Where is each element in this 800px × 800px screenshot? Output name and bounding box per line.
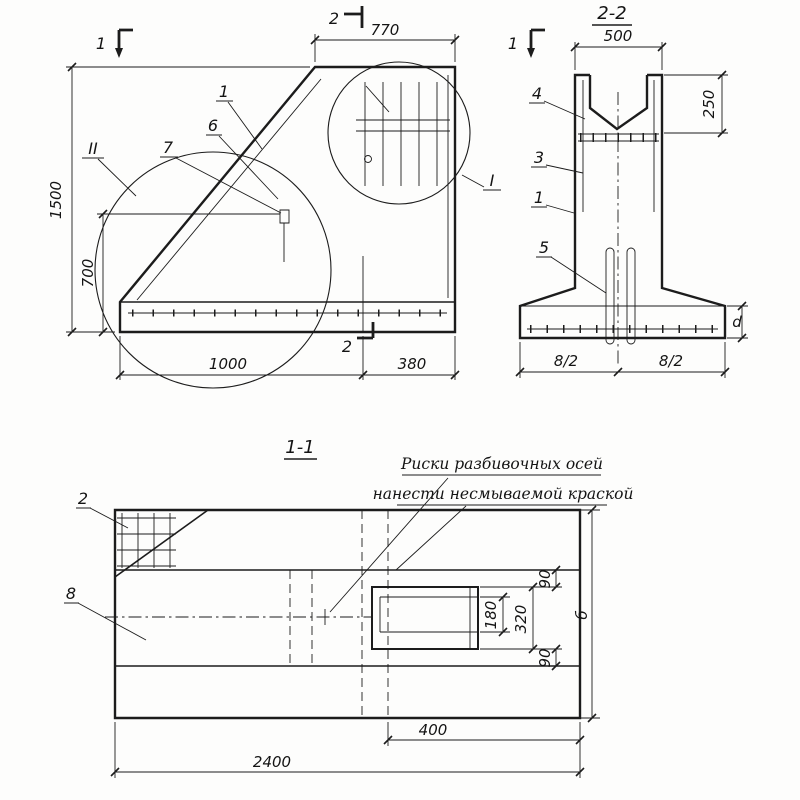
position-2-label: 2 (78, 489, 88, 508)
dim-180-label: 180 (482, 601, 500, 630)
section-cut-2-marks (344, 6, 375, 340)
section22-channel (588, 75, 649, 131)
axis-note-line1: Риски разбивочных осей (400, 455, 603, 473)
section-cut-1-arrowhead-right (527, 48, 535, 58)
section11-stem-edges (115, 569, 580, 667)
dim-1000-label: 1000 (209, 355, 247, 373)
section11-extension-lines (114, 509, 600, 778)
view1-rebar-grid (356, 82, 450, 186)
axis-note-line2: нанести несмываемой краской (373, 485, 634, 503)
section11-note-leaders (329, 477, 467, 613)
section11-socket-outer (371, 586, 479, 650)
section-cut-2-label-bottom: 2 (342, 337, 352, 356)
section11-slope-diagonal (114, 509, 209, 578)
detail-circle-II (94, 151, 332, 389)
section-cut-2-label-top: 2 (329, 9, 339, 28)
section11-dimension-lines (115, 510, 593, 773)
dim-320-label: 320 (512, 605, 530, 634)
position-6-label: 6 (208, 116, 218, 135)
section11-hidden-edges (289, 510, 389, 718)
section-cut-1-label-left: 1 (96, 34, 106, 53)
view1-dimension-lines (71, 39, 455, 376)
dim-90-bottom-label: 90 (536, 648, 554, 667)
dim-half-left-label: 8/2 (554, 352, 578, 370)
view1-slope-rebar (136, 78, 322, 301)
view1-elevation: 1 2 2 770 1500 700 1000 380 1 6 7 II I (47, 6, 501, 389)
section-cut-1-mark-left (117, 28, 133, 48)
section-cut-1-label-right: 1 (508, 34, 518, 53)
dim-250-label: 250 (700, 90, 718, 119)
dim-d-label: d (732, 313, 742, 331)
dim-90-top-label: 90 (536, 569, 554, 588)
section22-hairpin-bars (605, 247, 636, 345)
section11-callout-leaders (64, 507, 147, 641)
section22-outline (518, 73, 727, 340)
detail-circle-I (327, 61, 471, 205)
section-cut-1-mark-right (529, 28, 545, 48)
dim-400-label: 400 (419, 721, 448, 739)
dim-700-label: 700 (79, 259, 97, 288)
dim-770-label: 770 (371, 21, 400, 39)
position-1-label: 1 (219, 82, 229, 101)
section11-corner-grid (117, 513, 176, 568)
section11-dimension-ticks (110, 505, 597, 777)
section-1-1: 1-1 Риски разбивочных осей нанести несмы… (64, 437, 633, 778)
section-cut-1-arrowhead-left (115, 48, 123, 58)
section22-dimension-ticks (515, 42, 747, 377)
position-4-label: 4 (532, 84, 542, 103)
view1-callout-leaders (82, 100, 501, 214)
dim-1500-label: 1500 (47, 181, 65, 219)
section11-plan-outline (113, 508, 582, 720)
section22-callout-leaders (529, 100, 607, 294)
detail-II-label: II (88, 139, 98, 158)
section22-dimension-lines (520, 46, 743, 373)
dim-half-right-label: 8/2 (659, 352, 683, 370)
detail-I-label: I (490, 171, 495, 190)
section11-title: 1-1 (285, 437, 314, 458)
position-5-label: 5 (539, 238, 549, 257)
section11-socket-inner (379, 587, 478, 649)
view1-extension-lines (66, 34, 456, 380)
position-3-label: 3 (534, 148, 544, 167)
position-1b-label: 1 (534, 188, 544, 207)
dim-2400-label: 2400 (253, 753, 291, 771)
view1-dimension-ticks (67, 35, 460, 380)
position-7-label: 7 (163, 138, 174, 157)
view1-wall-outline (118, 65, 457, 334)
dim-380-label: 380 (398, 355, 427, 373)
view1-weld-dot (364, 155, 372, 163)
dim-500-label: 500 (604, 27, 633, 45)
section22-title: 2-2 (597, 3, 626, 24)
position-8-label: 8 (66, 584, 76, 603)
section22-extension-lines (519, 42, 748, 378)
view1-anchor-detail (279, 209, 290, 262)
section22-wall-bars (582, 80, 655, 212)
section11-note-underlines (397, 474, 607, 506)
section-2-2: 2-2 1 500 250 d 8/2 8/2 4 3 1 5 (508, 3, 748, 378)
dim-b-label: б (573, 610, 591, 619)
